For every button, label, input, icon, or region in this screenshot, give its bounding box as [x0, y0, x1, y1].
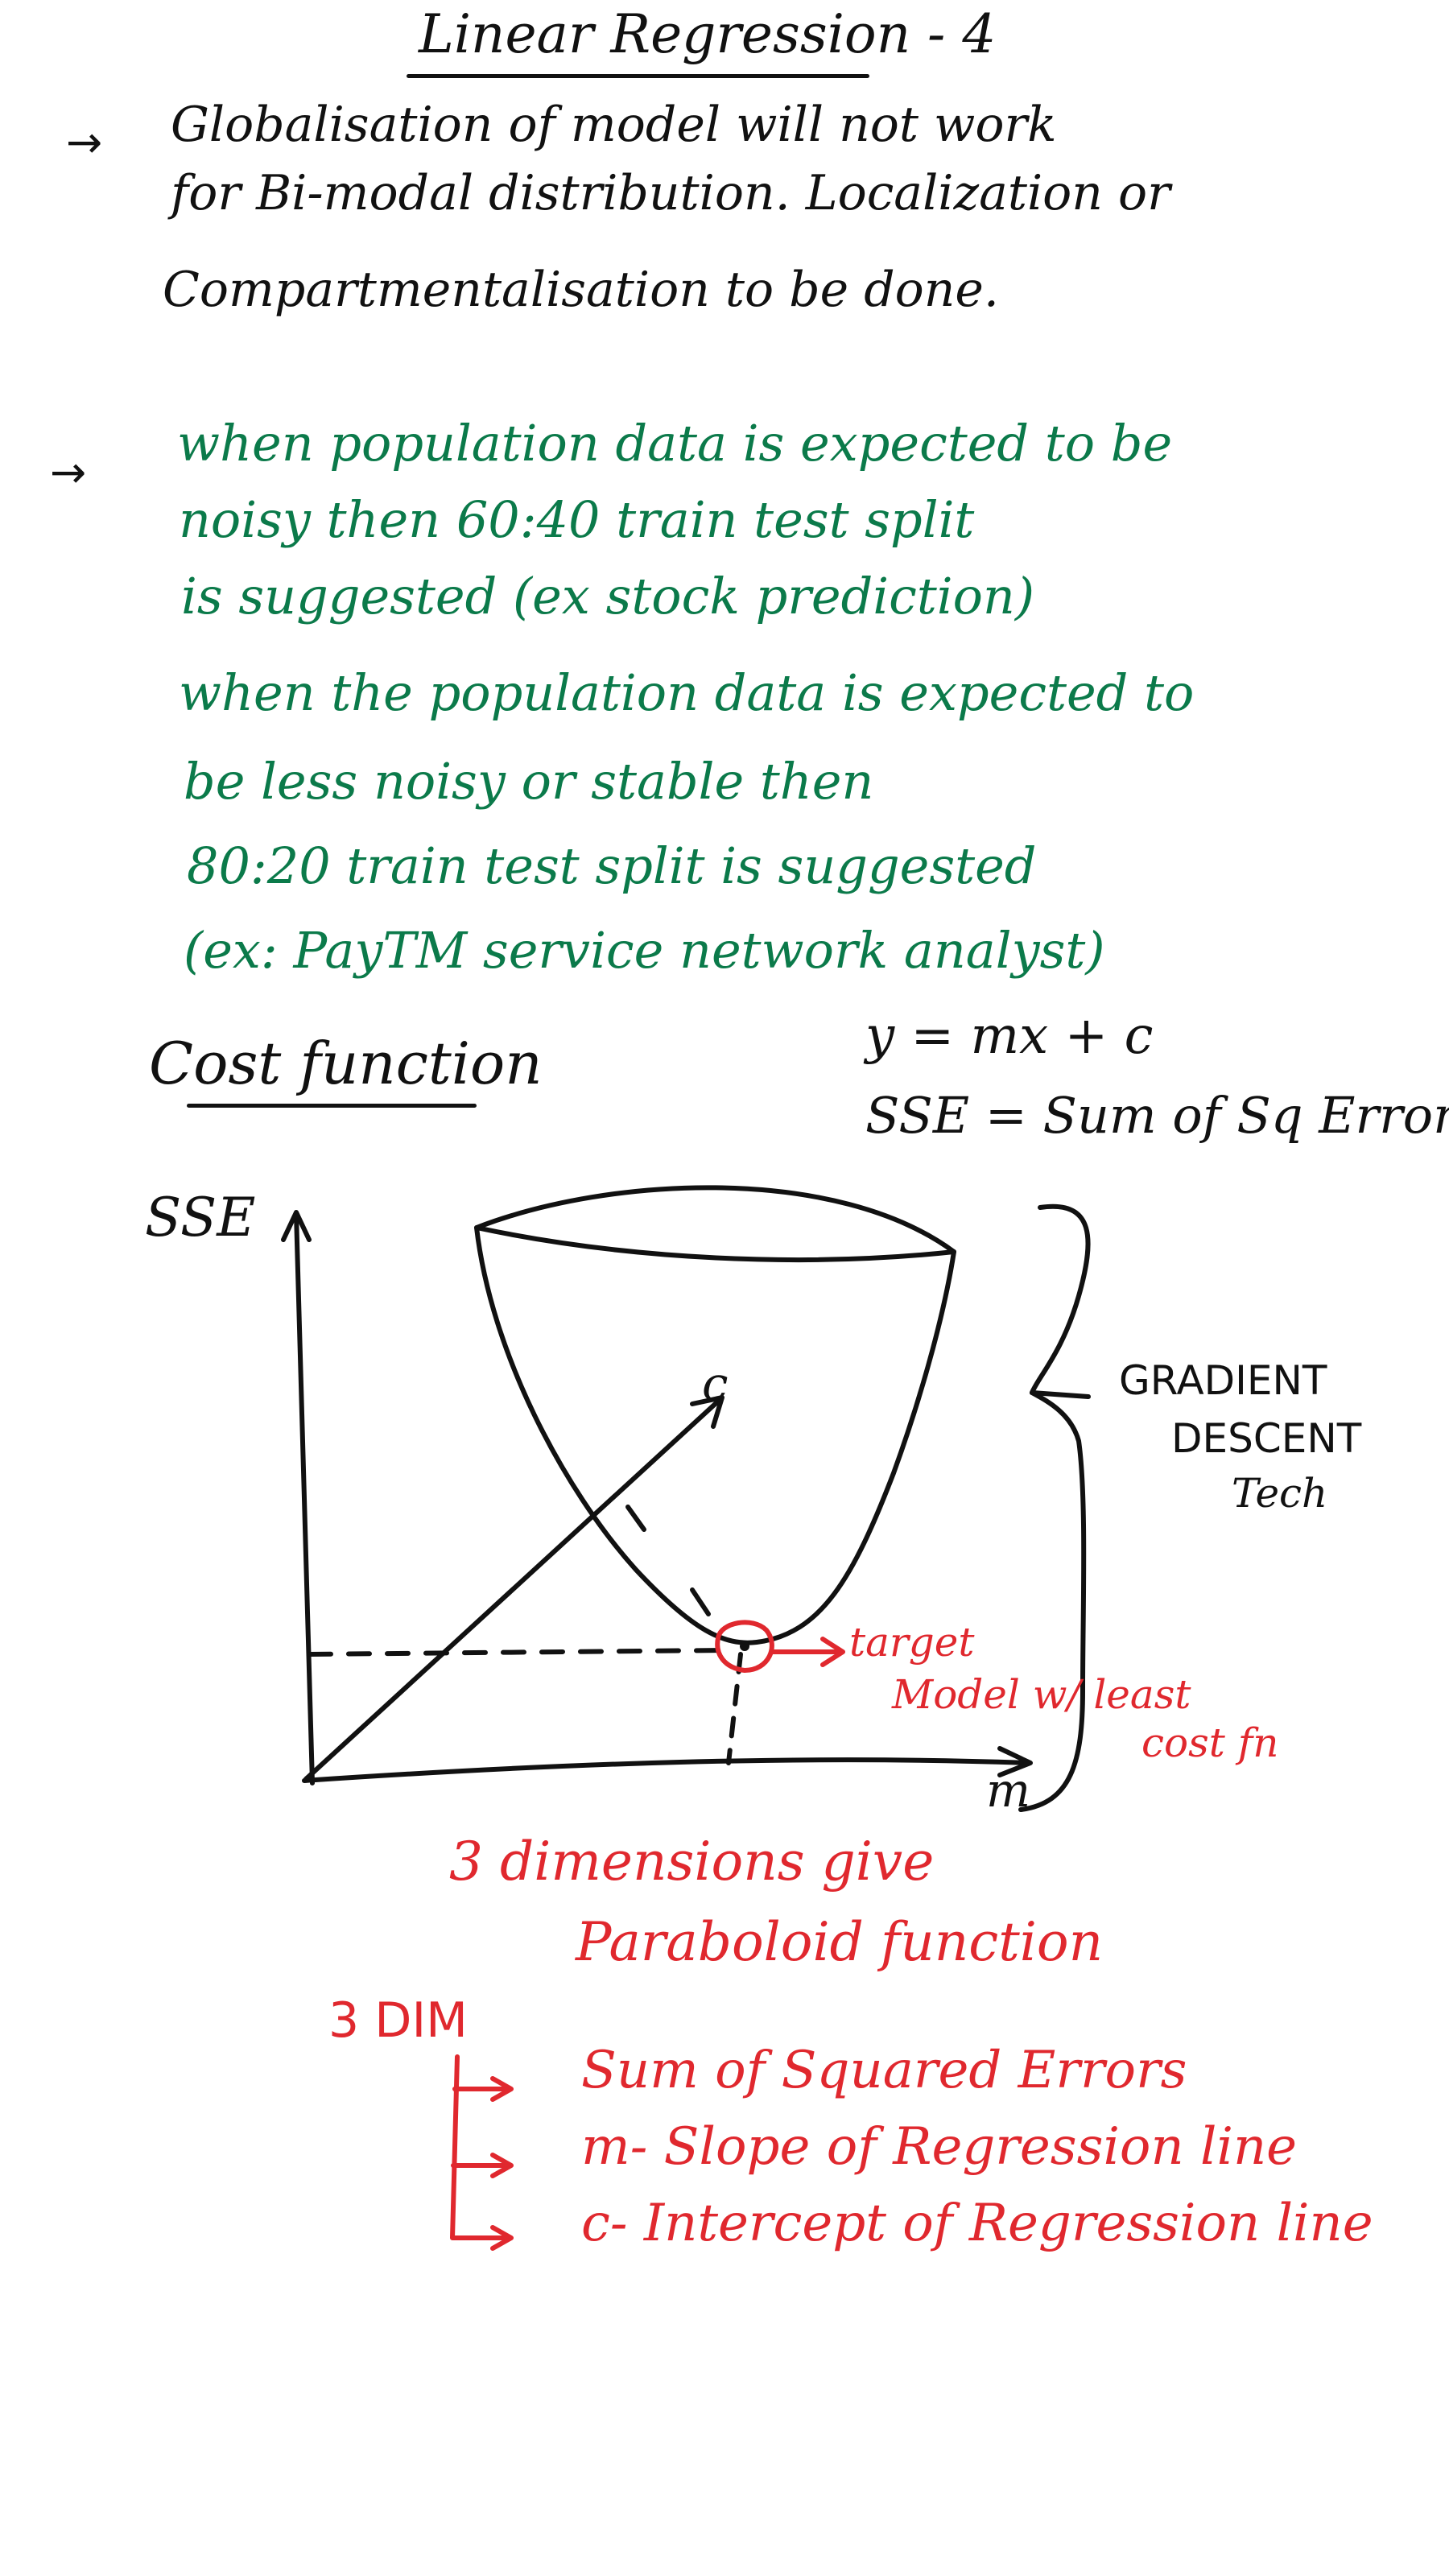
brace-label-line: DESCENT [1171, 1415, 1362, 1462]
paraboloid-rim [474, 1185, 956, 1262]
dim-arrowhead-3 [490, 2225, 514, 2251]
dim-heading: 3 DIM [328, 1992, 468, 2049]
m-axis-label: m [986, 1763, 1030, 1818]
minimum-point [740, 1641, 749, 1651]
min-sse-dashed-line [308, 1648, 727, 1657]
c-axis [303, 1397, 723, 1781]
brace-label-line: Tech [1232, 1470, 1328, 1517]
min-m-dashed-line [726, 1652, 743, 1765]
target-arrowhead [820, 1637, 845, 1667]
red-note-line: Paraboloid function [576, 1911, 1104, 1973]
red-note-line: 3 dimensions give [449, 1831, 935, 1893]
dim-item: Sum of Squared Errors [581, 2041, 1187, 2100]
gradient-descent-brace [1018, 1203, 1091, 1812]
paraboloid-body [474, 1225, 956, 1645]
note-line: Globalisation of model will not work [171, 97, 1057, 153]
target-label: cost fn [1141, 1719, 1279, 1766]
note-line: when population data is expected to be [177, 414, 1173, 473]
target-label: Model w/ least [892, 1671, 1191, 1718]
dim-arrowhead-2 [490, 2153, 514, 2178]
title-underline [407, 74, 869, 78]
note-line: noisy then 60:40 train test split [179, 490, 975, 549]
brace-point [1030, 1390, 1091, 1399]
m-axis [302, 1757, 1031, 1783]
dim-arrowhead-1 [490, 2076, 514, 2102]
axis-tick [690, 1587, 711, 1616]
brace-label-line: GRADIENT [1119, 1357, 1327, 1404]
section-heading: Cost function [149, 1030, 543, 1097]
dim-bracket [450, 2054, 510, 2240]
note-line: for Bi-modal distribution. Localization … [171, 165, 1170, 221]
m-axis-arrowhead [997, 1746, 1033, 1777]
note-line: when the population data is expected to [179, 663, 1195, 722]
note-line: be less noisy or stable then [184, 752, 874, 811]
sse-axis-arrowhead [281, 1210, 312, 1242]
note-line: 80:20 train test split is suggested [187, 836, 1037, 895]
bullet-arrow-icon: → [50, 447, 87, 497]
target-label: target [849, 1619, 975, 1666]
sse-definition: SSE = Sum of Sq Errors [865, 1086, 1449, 1145]
c-axis-label: c [702, 1356, 729, 1411]
c-axis-arrowhead [690, 1395, 724, 1429]
page-title: Linear Regression - 4 [419, 3, 997, 65]
dim-item: c- Intercept of Regression line [581, 2194, 1373, 2253]
regression-equation: y = mx + c [865, 1006, 1154, 1066]
sse-axis [294, 1212, 315, 1785]
note-line: (ex: PayTM service network analyst) [184, 921, 1105, 980]
section-underline [187, 1104, 477, 1108]
dim-item: m- Slope of Regression line [581, 2117, 1298, 2177]
bullet-arrow-icon: → [66, 117, 103, 167]
axis-tick [625, 1505, 646, 1532]
note-line: Compartmentalisation to be done. [163, 262, 999, 318]
note-line: is suggested (ex stock prediction) [181, 567, 1035, 625]
sse-axis-label: SSE [145, 1187, 256, 1249]
